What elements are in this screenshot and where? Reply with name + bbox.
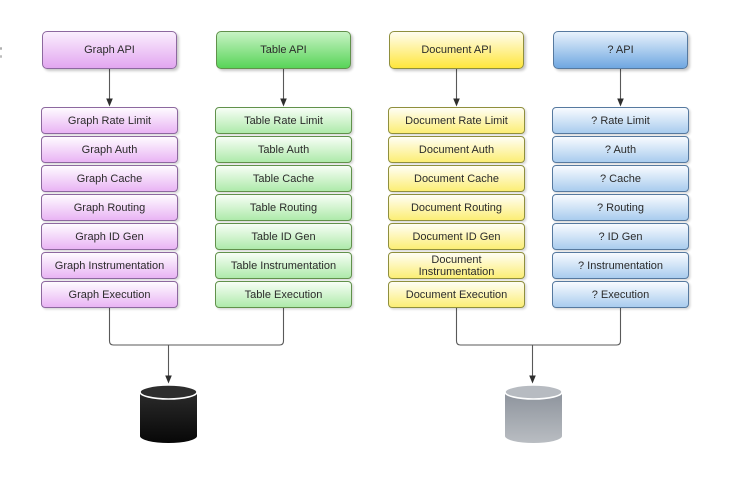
node-graph-api: Graph API	[42, 31, 177, 69]
table-stack: Table Rate Limit Table Auth Table Cache …	[215, 107, 352, 308]
node-unknown-execution: ? Execution	[552, 281, 689, 308]
gray-database-cylinder-icon	[504, 384, 563, 444]
node-graph-id-gen: Graph ID Gen	[41, 223, 178, 250]
node-document-execution: Document Execution	[388, 281, 525, 308]
column-document-api: Document API Document Rate Limit Documen…	[388, 31, 525, 310]
node-unknown-instrumentation: ? Instrumentation	[552, 252, 689, 279]
node-unknown-auth: ? Auth	[552, 136, 689, 163]
connector-right-stacks-to-database	[455, 308, 622, 384]
node-table-rate-limit: Table Rate Limit	[215, 107, 352, 134]
node-document-id-gen: Document ID Gen	[388, 223, 525, 250]
document-stack: Document Rate Limit Document Auth Docume…	[388, 107, 525, 308]
node-unknown-routing: ? Routing	[552, 194, 689, 221]
node-table-routing: Table Routing	[215, 194, 352, 221]
node-graph-cache: Graph Cache	[41, 165, 178, 192]
node-graph-execution: Graph Execution	[41, 281, 178, 308]
node-document-rate-limit: Document Rate Limit	[388, 107, 525, 134]
node-unknown-id-gen: ? ID Gen	[552, 223, 689, 250]
node-document-cache: Document Cache	[388, 165, 525, 192]
node-graph-routing: Graph Routing	[41, 194, 178, 221]
column-unknown-api: ? API ? Rate Limit ? Auth ? Cache ? Rout…	[552, 31, 689, 310]
arrow-document-api-to-stack	[453, 69, 460, 107]
arrow-graph-api-to-stack	[106, 69, 113, 107]
node-table-api: Table API	[216, 31, 351, 69]
black-database-cylinder-icon	[139, 384, 198, 444]
node-table-instrumentation: Table Instrumentation	[215, 252, 352, 279]
unknown-stack: ? Rate Limit ? Auth ? Cache ? Routing ? …	[552, 107, 689, 308]
arrow-table-api-to-stack	[280, 69, 287, 107]
graph-stack: Graph Rate Limit Graph Auth Graph Cache …	[41, 107, 178, 308]
node-document-instrumentation: Document Instrumentation	[388, 252, 525, 279]
node-document-auth: Document Auth	[388, 136, 525, 163]
node-table-id-gen: Table ID Gen	[215, 223, 352, 250]
node-table-auth: Table Auth	[215, 136, 352, 163]
node-unknown-api: ? API	[553, 31, 688, 69]
node-unknown-rate-limit: ? Rate Limit	[552, 107, 689, 134]
node-graph-auth: Graph Auth	[41, 136, 178, 163]
left-edge-artifact	[0, 47, 2, 50]
node-table-execution: Table Execution	[215, 281, 352, 308]
node-unknown-cache: ? Cache	[552, 165, 689, 192]
arrow-unknown-api-to-stack	[617, 69, 624, 107]
node-table-cache: Table Cache	[215, 165, 352, 192]
column-table-api: Table API Table Rate Limit Table Auth Ta…	[215, 31, 352, 310]
node-document-api: Document API	[389, 31, 524, 69]
node-document-routing: Document Routing	[388, 194, 525, 221]
column-graph-api: Graph API Graph Rate Limit Graph Auth Gr…	[41, 31, 178, 310]
node-graph-instrumentation: Graph Instrumentation	[41, 252, 178, 279]
node-graph-rate-limit: Graph Rate Limit	[41, 107, 178, 134]
connector-left-stacks-to-database	[108, 308, 285, 384]
